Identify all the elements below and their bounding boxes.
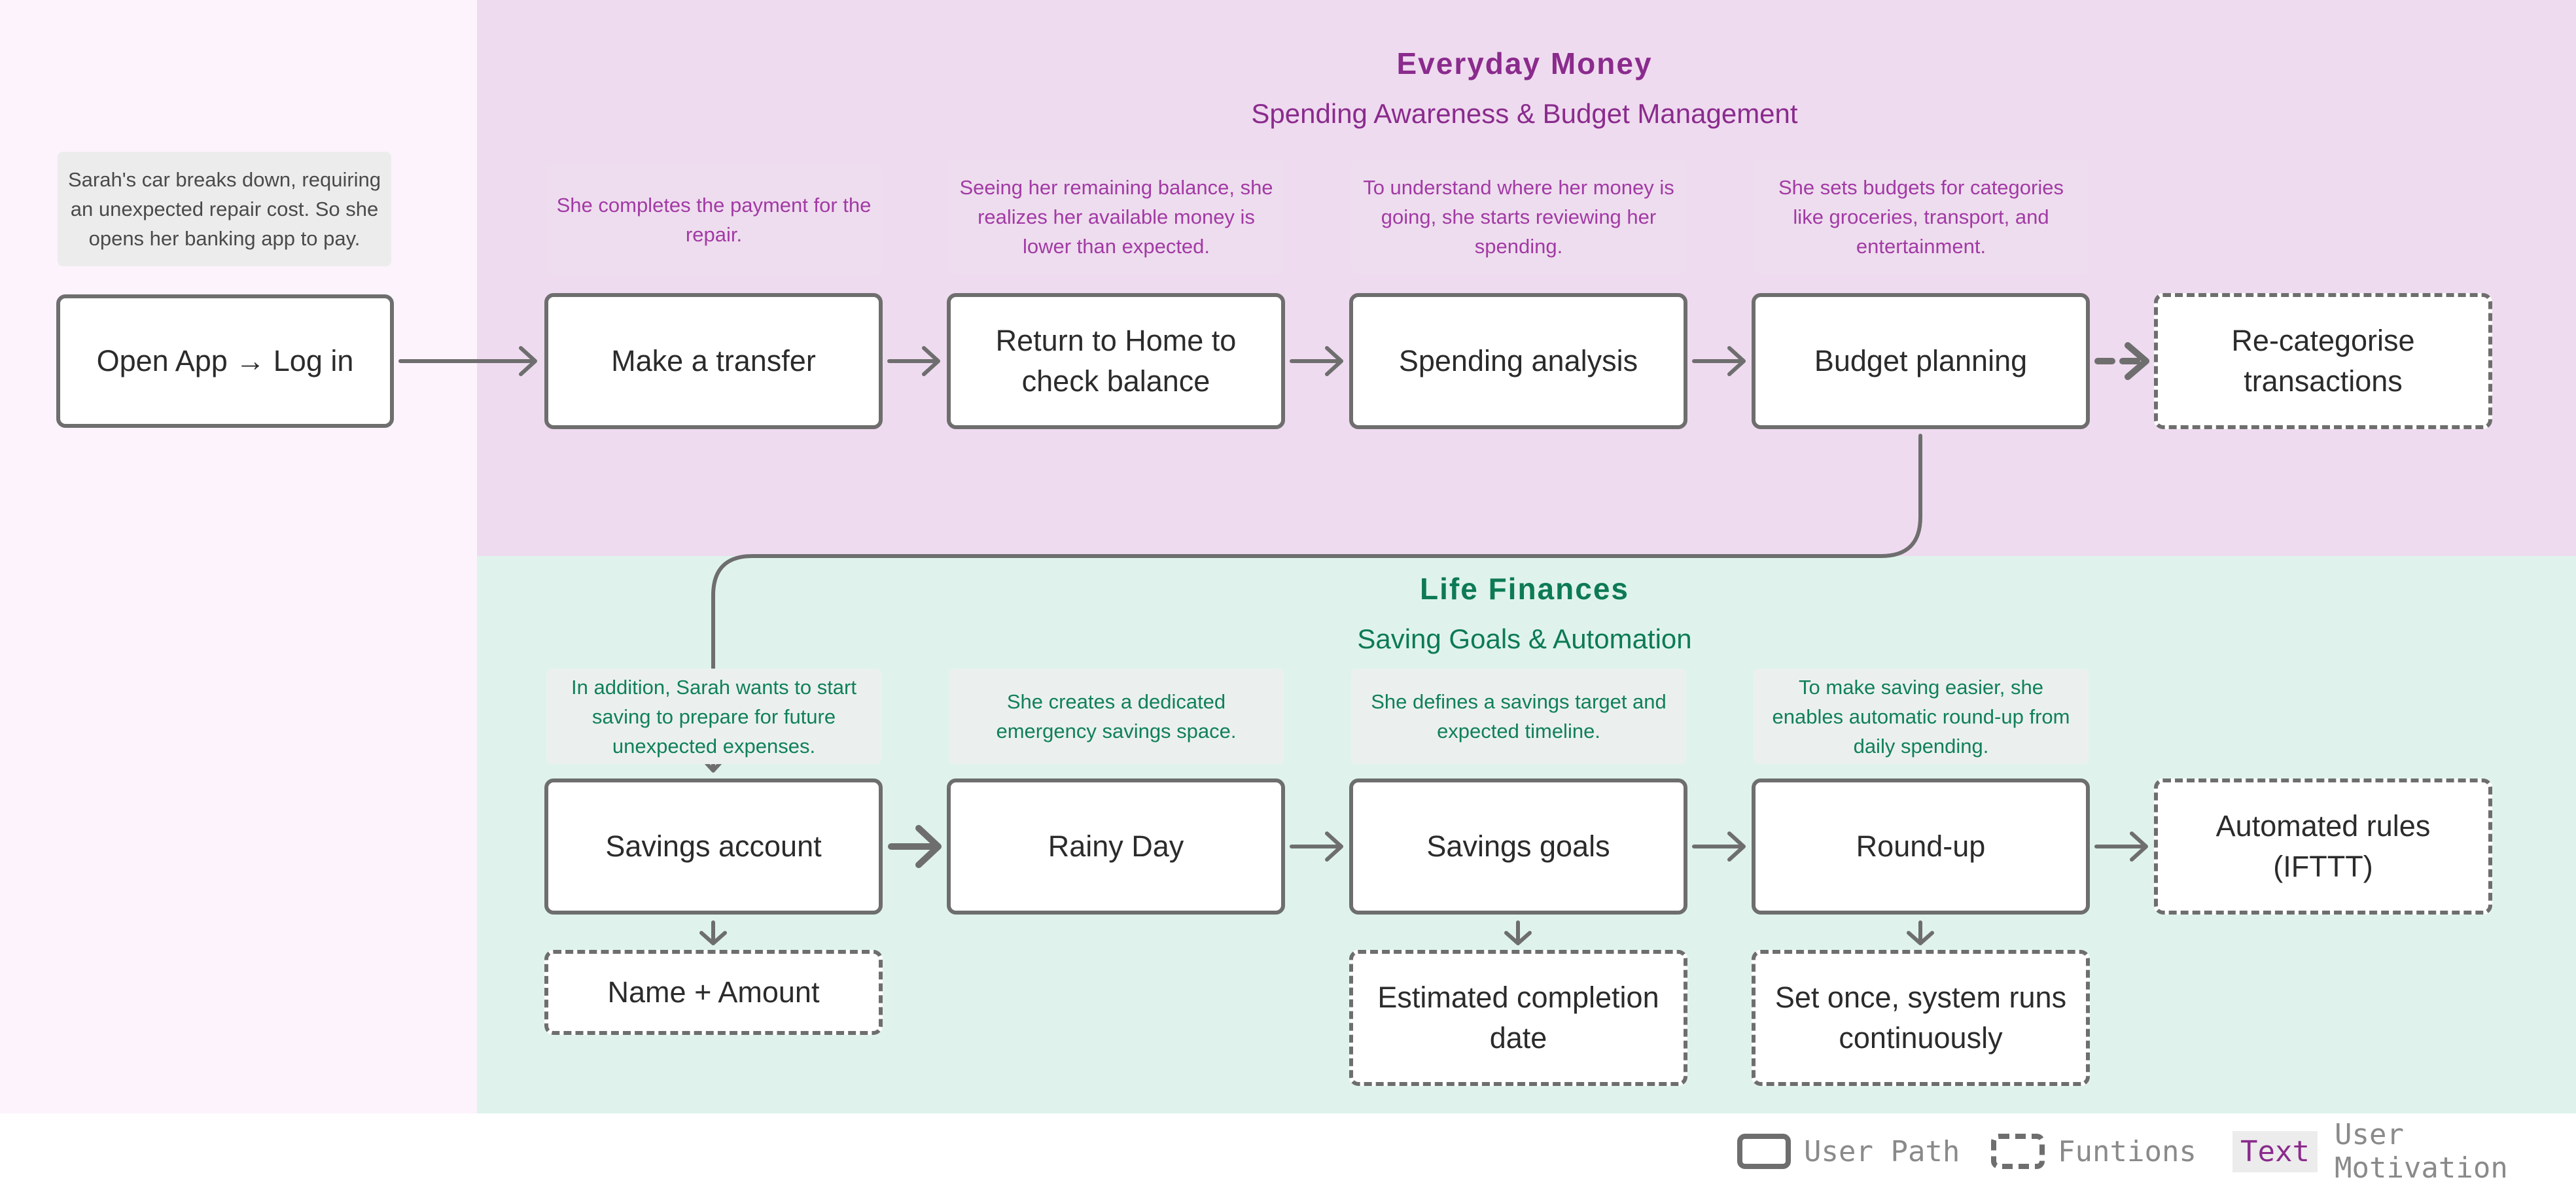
life-finances-title: Life Finances bbox=[1420, 572, 1629, 606]
round-up-step[interactable]: Round-up bbox=[1752, 778, 2090, 915]
rainy-day-motivation-note: She creates a dedicated emergency saving… bbox=[949, 669, 1284, 764]
legend-user-path-label: User Path bbox=[1804, 1134, 1960, 1168]
transfer-motivation-note: She completes the payment for the repair… bbox=[546, 165, 881, 275]
return-home-balance-step[interactable]: Return to Home to check balance bbox=[947, 293, 1285, 429]
arrow-transfer-to-balance bbox=[887, 346, 940, 376]
savings-motivation-note: In addition, Sarah wants to start saving… bbox=[546, 669, 881, 764]
arrow-savings-to-name bbox=[699, 920, 727, 945]
arrow-spending-to-budget bbox=[1692, 346, 1746, 376]
make-transfer-step[interactable]: Make a transfer bbox=[544, 293, 883, 429]
legend-functions: Funtions bbox=[1991, 1132, 2197, 1171]
legend-user-motivation-label: User Motivation bbox=[2334, 1118, 2508, 1185]
roundup-motivation-note: To make saving easier, she enables autom… bbox=[1754, 669, 2089, 764]
everyday-money-title: Everyday Money bbox=[1396, 46, 1653, 80]
arrow-savings-to-rainy bbox=[888, 825, 942, 868]
balance-motivation-note: Seeing her remaining balance, she realiz… bbox=[949, 159, 1284, 274]
intro-motivation-note: Sarah's car breaks down, requiring an un… bbox=[58, 152, 391, 266]
arrow-goals-to-date bbox=[1504, 920, 1532, 945]
legend-bar bbox=[0, 1113, 2576, 1188]
rainy-day-step[interactable]: Rainy Day bbox=[947, 778, 1285, 915]
estimated-completion-date-function[interactable]: Estimated completion date bbox=[1349, 950, 1687, 1086]
arrow-intro-to-transfer bbox=[398, 346, 537, 376]
user-path-swatch-icon bbox=[1737, 1134, 1791, 1169]
savings-goals-step[interactable]: Savings goals bbox=[1349, 778, 1687, 915]
arrow-goals-to-roundup bbox=[1692, 831, 1746, 862]
budget-planning-step[interactable]: Budget planning bbox=[1752, 293, 2090, 429]
savings-account-step[interactable]: Savings account bbox=[544, 778, 883, 915]
arrow-budget-to-recategorise bbox=[2094, 342, 2149, 380]
set-once-function[interactable]: Set once, system runs continuously bbox=[1752, 950, 2090, 1086]
arrow-roundup-to-rules bbox=[2094, 831, 2148, 862]
life-finances-subtitle: Saving Goals & Automation bbox=[1357, 623, 1692, 654]
functions-swatch-icon bbox=[1991, 1134, 2045, 1169]
spending-analysis-step[interactable]: Spending analysis bbox=[1349, 293, 1687, 429]
arrow-balance-to-spending bbox=[1290, 346, 1343, 376]
spending-motivation-note: To understand where her money is going, … bbox=[1351, 159, 1686, 274]
open-app-login-step[interactable]: Open App → Log in bbox=[56, 294, 394, 428]
everyday-money-subtitle: Spending Awareness & Budget Management bbox=[1251, 98, 1798, 129]
budget-motivation-note: She sets budgets for categories like gro… bbox=[1754, 159, 2089, 274]
legend-user-path: User Path bbox=[1737, 1132, 1960, 1171]
automated-rules-function[interactable]: Automated rules (IFTTT) bbox=[2154, 778, 2492, 915]
legend-user-motivation: Text User Motivation bbox=[2232, 1118, 2576, 1185]
arrow-budget-to-savings bbox=[698, 434, 1922, 773]
name-amount-function[interactable]: Name + Amount bbox=[544, 950, 883, 1035]
goals-motivation-note: She defines a savings target and expecte… bbox=[1351, 669, 1686, 764]
recategorise-transactions-function[interactable]: Re-categorise transactions bbox=[2154, 293, 2492, 429]
arrow-rainy-to-goals bbox=[1290, 831, 1343, 862]
legend-text-sample: Text bbox=[2232, 1130, 2318, 1172]
arrow-roundup-to-setonce bbox=[1907, 920, 1934, 945]
everyday-money-band bbox=[477, 0, 2576, 556]
legend-functions-label: Funtions bbox=[2058, 1134, 2197, 1168]
